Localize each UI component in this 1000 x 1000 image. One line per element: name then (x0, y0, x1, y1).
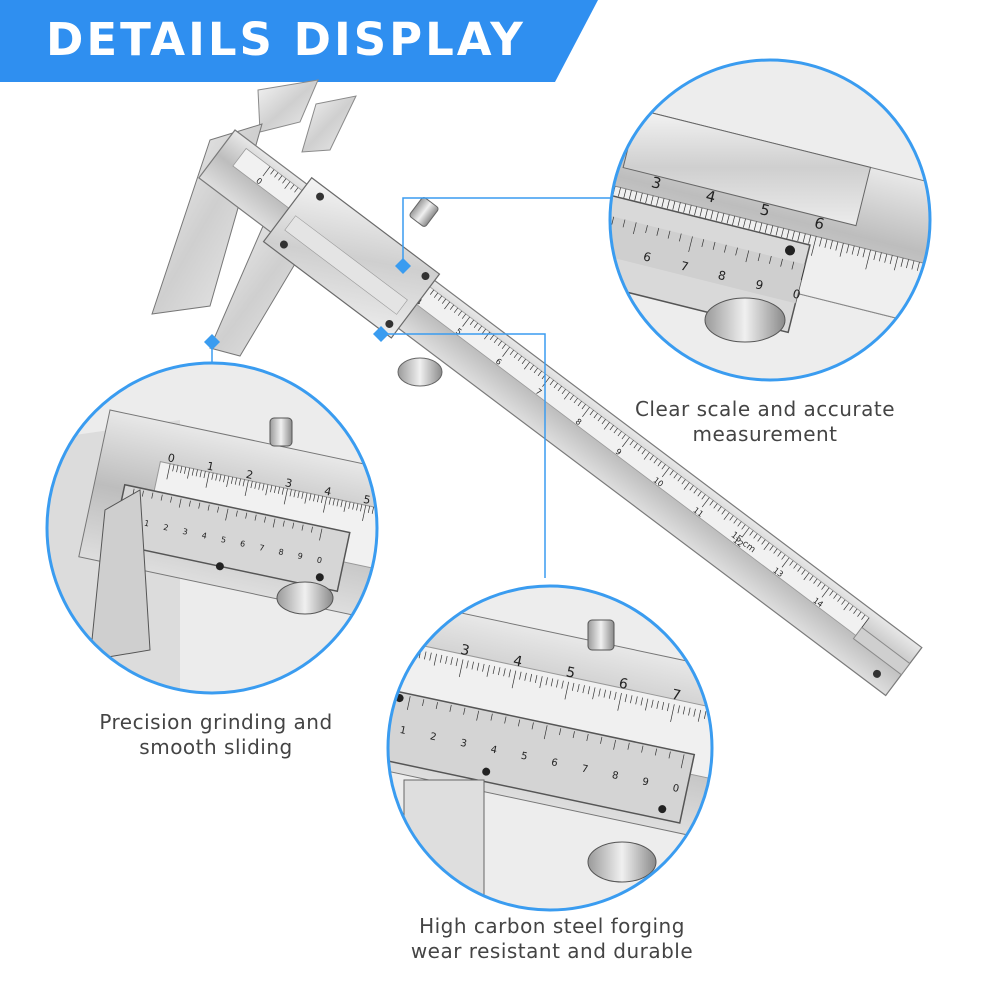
scale-number: 1 (206, 460, 216, 474)
scale-number: 6 (494, 357, 503, 367)
slider-screw (385, 319, 394, 328)
callout-scale: Clear scale and accurate measurement (612, 397, 918, 447)
callout-grinding-line1: Precision grinding and (99, 710, 333, 734)
scale-number: 1 (143, 519, 150, 529)
title-banner: DETAILS DISPLAY (0, 0, 600, 82)
lock-screw (409, 197, 439, 227)
scale-number: 5 (220, 535, 227, 545)
scale-number: 0 (167, 451, 177, 465)
scale-number: 4 (323, 484, 333, 498)
scale-number: 0 (254, 176, 263, 186)
scale-number: 8 (278, 547, 285, 557)
scale-number: 2 (429, 731, 438, 743)
callout-grinding: Precision grinding and smooth sliding (66, 710, 366, 760)
depth-rod (852, 626, 911, 676)
vernier-scale (284, 215, 408, 315)
scale-number: 5 (565, 664, 577, 682)
scale-number: 8 (574, 417, 583, 427)
main-scale-ticks (262, 166, 870, 628)
thumb-wheel (397, 357, 443, 387)
callout-scale-line1: Clear scale and accurate (634, 397, 896, 421)
scale-number: 4 (512, 653, 524, 671)
callout-steel: High carbon steel forging wear resistant… (382, 914, 722, 964)
scale-number: 5 (362, 493, 372, 507)
callout-grinding-line2: smooth sliding (139, 735, 293, 759)
scale-number: 4 (201, 531, 208, 541)
scale-number: 0 (316, 555, 323, 565)
scale-number: 4 (567, 231, 578, 246)
banner-background (0, 0, 598, 82)
callout-scale-line2: measurement (692, 422, 838, 446)
scale-number: 6 (617, 676, 629, 694)
beam-screw (872, 669, 881, 678)
scale-number: 8 (611, 770, 620, 782)
scale-number: 6 (550, 757, 559, 769)
scale-number: 3 (650, 173, 664, 193)
scale-number: 3 (284, 476, 294, 490)
scale-number: 7 (679, 259, 690, 274)
scale-number: 9 (614, 447, 623, 457)
main-caliper: 01234567891011121314 15 cm (151, 79, 923, 697)
marker-slider (373, 326, 389, 342)
scale-number: 9 (641, 776, 650, 788)
scale-number: 8 (716, 268, 727, 283)
slider-screw (421, 272, 430, 281)
slider-screw (279, 240, 288, 249)
upper-sliding-jaw (301, 95, 357, 153)
scale-number: 5 (454, 327, 463, 337)
scale-number: 3 (182, 527, 189, 537)
scale-number: 1 (399, 725, 408, 737)
scale-number: 5 (520, 751, 529, 763)
scale-number: 6 (239, 539, 246, 549)
scale-number: 6 (813, 214, 827, 234)
scale-number: 2 (245, 468, 255, 482)
scale-number: 7 (670, 687, 682, 705)
slider-screw (316, 192, 325, 201)
callout-steel-line1: High carbon steel forging (419, 914, 685, 938)
callout-markers (204, 258, 411, 350)
banner-title: DETAILS DISPLAY (46, 13, 526, 66)
callout-steel-line2: wear resistant and durable (410, 939, 694, 963)
marker-jaw (204, 334, 220, 350)
scale-number: 6 (642, 249, 653, 264)
scale-number: 5 (758, 200, 772, 220)
scale-number: 3 (459, 738, 468, 750)
scale-number: 2 (595, 160, 609, 180)
scale-number: 7 (581, 764, 590, 776)
scale-number: 9 (754, 277, 765, 292)
scale-number: 9 (297, 551, 304, 561)
scale-number: 7 (534, 387, 543, 397)
scale-number: 7 (258, 543, 265, 553)
scale-number: 4 (490, 744, 499, 756)
scale-number: 0 (791, 287, 802, 302)
scale-number: 4 (704, 187, 718, 207)
upper-fixed-jaw (257, 79, 319, 133)
scale-number: 0 (671, 783, 680, 795)
zoom-steel: 2 3 4 5 6 7 1 2 3 4 5 6 7 8 9 0 (386, 584, 714, 912)
marker-scale (395, 258, 411, 274)
main-beam: 01234567891011121314 15 cm (198, 129, 923, 697)
scale-number: 2 (163, 523, 170, 533)
scale-number: 3 (459, 642, 471, 660)
scale-number: 2 (406, 631, 418, 649)
